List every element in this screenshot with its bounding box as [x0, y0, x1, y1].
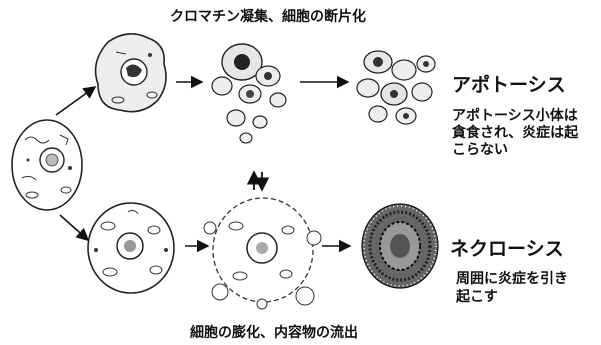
normal-cell: [11, 119, 83, 211]
necrosis-ruptured-cell: [203, 170, 322, 310]
necrosis-title: ネクローシス: [450, 238, 564, 260]
top-caption: クロマチン凝集、細胞の断片化: [170, 9, 366, 25]
arrow-to-necrosis: [59, 214, 90, 242]
apoptosis-fragmenting-cell: [211, 43, 287, 144]
necrotic-debris: [361, 203, 439, 289]
bottom-caption: 細胞の膨化、内容物の流出: [190, 325, 358, 341]
apoptotic-bodies: [356, 50, 436, 125]
apoptosis-title: アポトーシス: [452, 74, 566, 96]
apoptosis-description: アポトーシス小体は貪食され、炎症は起こらない: [452, 108, 579, 158]
necrosis-swelling-cell: [87, 202, 175, 294]
apoptosis-shrinking-cell: [94, 33, 167, 113]
arrow-to-apoptosis: [55, 86, 97, 116]
necrosis-description: 周囲に炎症を引き起こす: [456, 271, 568, 305]
